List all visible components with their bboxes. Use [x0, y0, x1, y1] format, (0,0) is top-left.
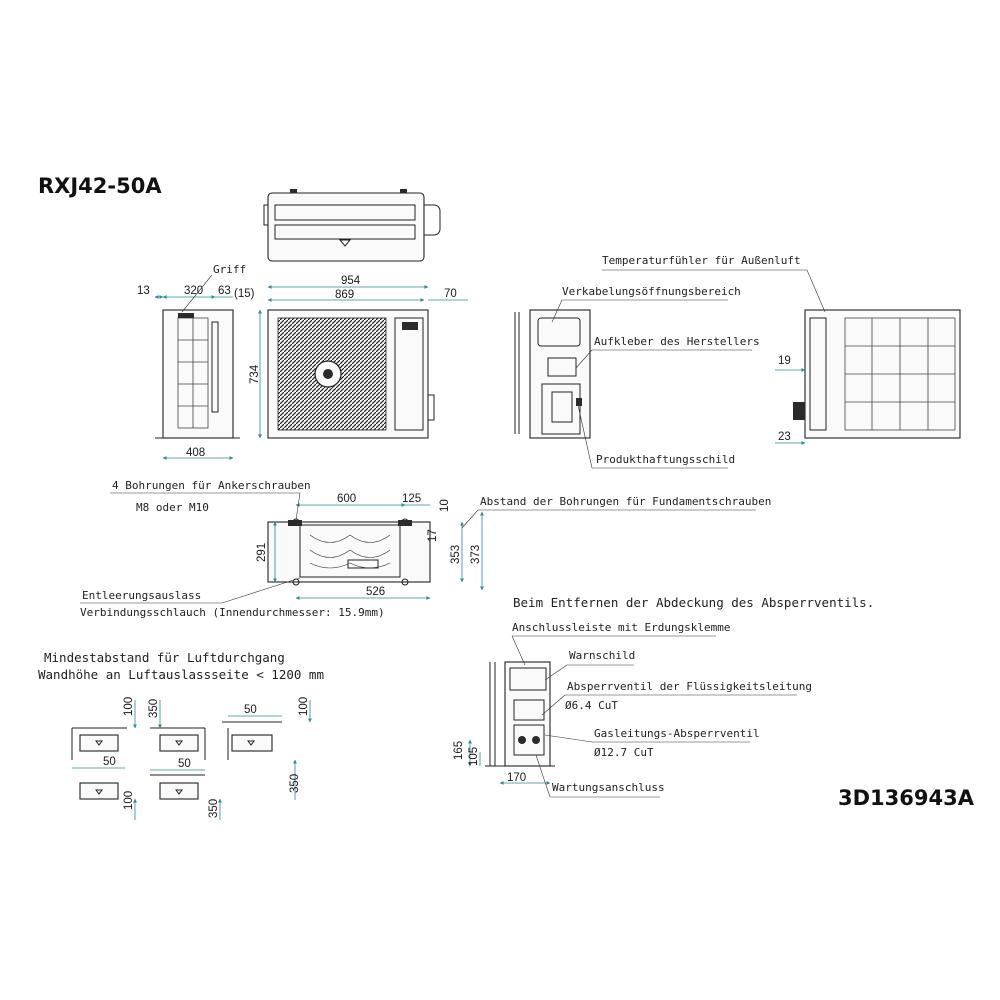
dim-13: 13 [137, 285, 150, 297]
clear-350-a: 350 [148, 699, 160, 718]
clearance-diagrams [71, 721, 282, 800]
label-wall-height: Wandhöhe an Luftauslassseite < 1200 mm [38, 667, 324, 682]
label-bolt-size: M8 oder M10 [136, 501, 209, 514]
dim-408: 408 [186, 447, 205, 459]
model-title: RXJ42-50A [38, 174, 162, 198]
dim-353: 353 [450, 545, 462, 564]
clear-50-b: 50 [103, 756, 116, 768]
label-gas-size: Ø12.7 CuT [594, 746, 654, 759]
label-mfr-sticker: Aufkleber des Herstellers [594, 335, 760, 348]
dim-869: 869 [335, 289, 354, 301]
dim-70: 70 [444, 288, 457, 300]
rear-view [793, 309, 961, 439]
label-drain-outlet: Entleerungsauslass [82, 589, 201, 602]
clear-100-a: 100 [123, 697, 135, 716]
dim-600: 600 [337, 493, 356, 505]
label-warning: Warnschild [569, 649, 635, 662]
bottom-view [267, 518, 431, 586]
dim-19: 19 [778, 355, 791, 367]
dim-23: 23 [778, 431, 791, 443]
clear-50-c: 50 [178, 758, 191, 770]
clear-350-c: 350 [289, 774, 301, 793]
dim-10: 10 [439, 499, 451, 512]
label-wiring-area: Verkabelungsöffnungsbereich [562, 285, 741, 298]
label-griff: Griff [213, 263, 246, 276]
label-clearance-title: Mindestabstand für Luftdurchgang [44, 650, 285, 665]
dim-15: (15) [234, 288, 255, 300]
dim-526: 526 [366, 586, 385, 598]
label-gas-valve: Gasleitungs-Absperrventil [594, 727, 760, 740]
label-bolt-spacing: Abstand der Bohrungen für Fundamentschra… [480, 495, 771, 508]
top-view [263, 189, 441, 262]
dim-125: 125 [402, 493, 421, 505]
clear-100-c: 100 [123, 791, 135, 810]
side-view-left [155, 309, 240, 439]
dim-105: 105 [468, 747, 480, 766]
label-liquid-size: Ø6.4 CuT [565, 699, 618, 712]
dim-63: 63 [218, 285, 231, 297]
side-view-right [514, 309, 591, 439]
label-liquid-valve: Absperrventil der Flüssigkeitsleitung [567, 680, 812, 693]
clear-100-b: 100 [298, 697, 310, 716]
label-temp-sensor: Temperaturfühler für Außenluft [602, 254, 801, 267]
leader-lines [80, 269, 826, 798]
valve-detail-view [485, 661, 555, 767]
dim-291: 291 [256, 543, 268, 562]
dim-170: 170 [507, 772, 526, 784]
drawing-number: 3D136943A [838, 786, 975, 810]
label-liability: Produkthaftungsschild [596, 453, 735, 466]
label-cover-removed: Beim Entfernen der Abdeckung des Absperr… [513, 595, 874, 610]
dimension-lines [72, 285, 806, 820]
dim-165: 165 [453, 741, 465, 760]
front-view [267, 309, 435, 439]
dim-734: 734 [249, 364, 261, 384]
label-terminal: Anschlussleiste mit Erdungsklemme [512, 621, 731, 634]
dim-954: 954 [341, 275, 361, 287]
dimension-values: 13 320 63 (15) 954 869 70 734 408 19 23 … [103, 275, 791, 818]
dim-17: 17 [427, 529, 439, 542]
label-anchor-holes: 4 Bohrungen für Ankerschrauben [112, 479, 311, 492]
dim-320: 320 [184, 285, 203, 297]
clear-50-a: 50 [244, 704, 257, 716]
clear-350-b: 350 [208, 799, 220, 818]
dim-373: 373 [470, 545, 482, 564]
label-hose: Verbindungsschlauch (Innendurchmesser: 1… [80, 606, 385, 619]
label-service-port: Wartungsanschluss [552, 781, 665, 794]
